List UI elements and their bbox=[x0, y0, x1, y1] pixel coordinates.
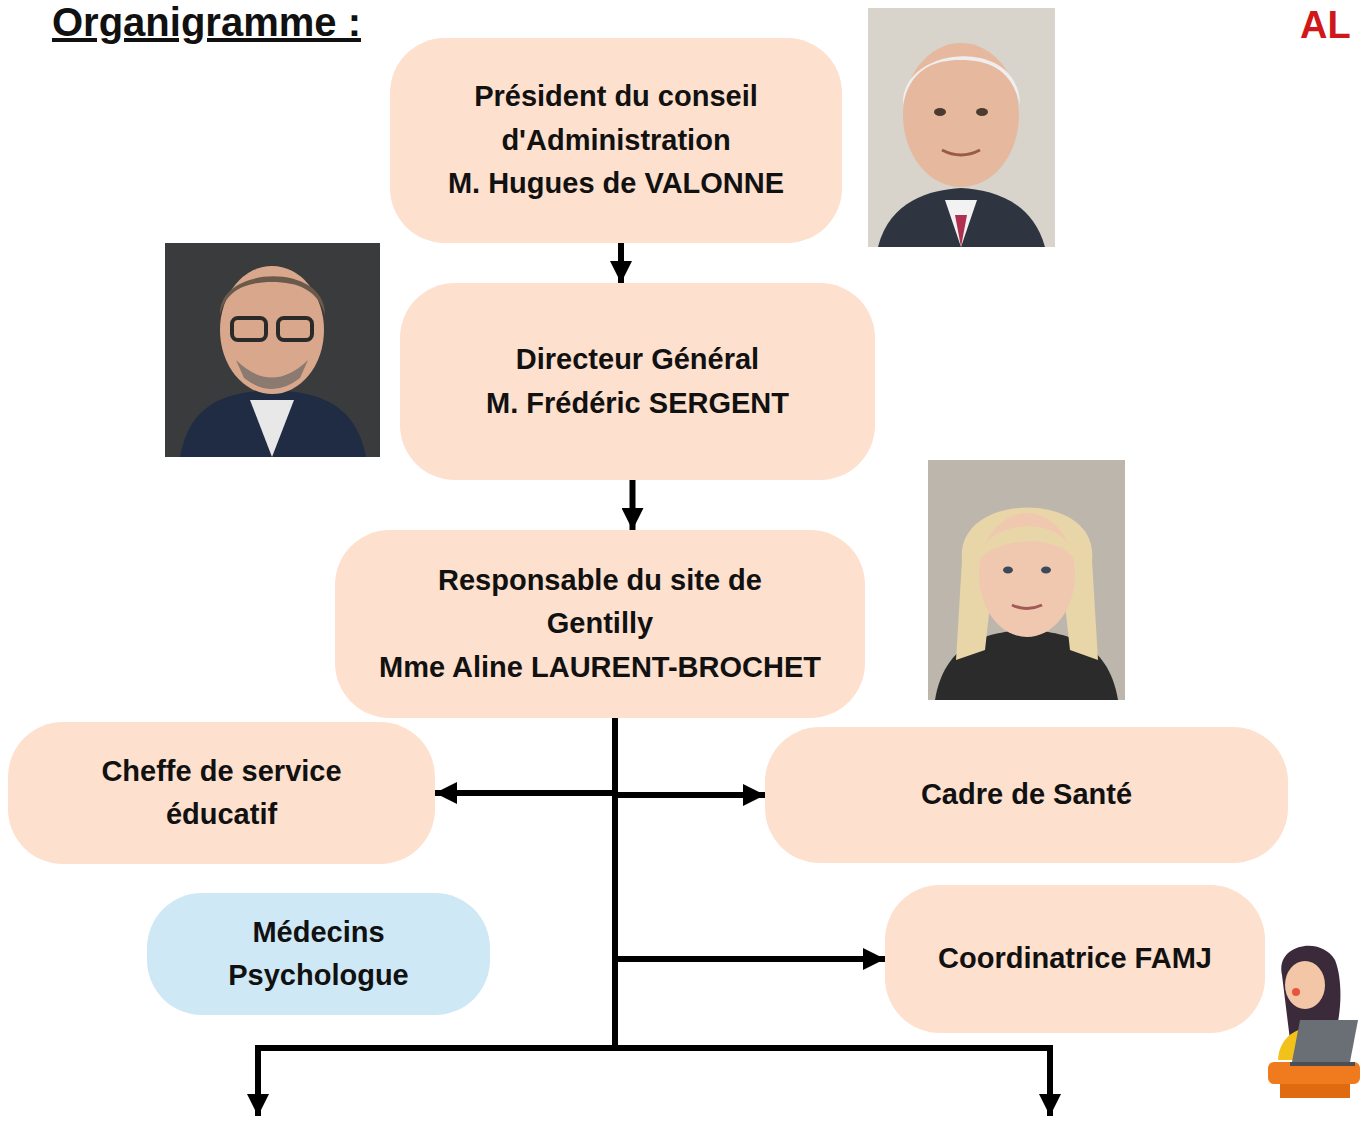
box-heading: Directeur Général bbox=[516, 338, 759, 382]
connector-arrow bbox=[618, 243, 624, 283]
box-heading: Cheffe de service éducatif bbox=[92, 750, 352, 837]
box-heading: Médecins bbox=[252, 911, 384, 955]
box-text: M. Frédéric SERGENT bbox=[486, 382, 789, 426]
portrait-photo bbox=[868, 8, 1055, 247]
box-heading: Coordinatrice FAMJ bbox=[938, 937, 1212, 981]
org-box: Président du conseil d'AdministrationM. … bbox=[390, 38, 842, 243]
org-box: Cheffe de service éducatif bbox=[8, 722, 435, 864]
box-text: M. Hugues de VALONNE bbox=[448, 162, 784, 206]
connector-arrow bbox=[630, 480, 636, 530]
staff-box: MédecinsPsychologue bbox=[147, 893, 490, 1015]
box-text: Psychologue bbox=[228, 954, 409, 998]
box-heading: Président du conseil d'Administration bbox=[431, 75, 801, 162]
box-heading: Cadre de Santé bbox=[921, 773, 1132, 817]
box-heading: Responsable du site de Gentilly bbox=[435, 559, 765, 646]
org-box: Directeur GénéralM. Frédéric SERGENT bbox=[400, 283, 875, 480]
connector-arrow bbox=[615, 718, 765, 795]
org-box: Responsable du site de GentillyMme Aline… bbox=[335, 530, 865, 718]
box-text: Mme Aline LAURENT-BROCHET bbox=[379, 646, 821, 690]
org-box: Cadre de Santé bbox=[765, 727, 1288, 863]
person-illustration bbox=[1268, 946, 1360, 1098]
org-box: Coordinatrice FAMJ bbox=[885, 885, 1265, 1033]
logo-text: AL bbox=[1300, 4, 1351, 47]
page-title: Organigramme : bbox=[52, 0, 361, 45]
connector-arrow bbox=[435, 718, 615, 793]
portrait-photo bbox=[928, 460, 1125, 700]
portrait-photo bbox=[165, 243, 380, 457]
